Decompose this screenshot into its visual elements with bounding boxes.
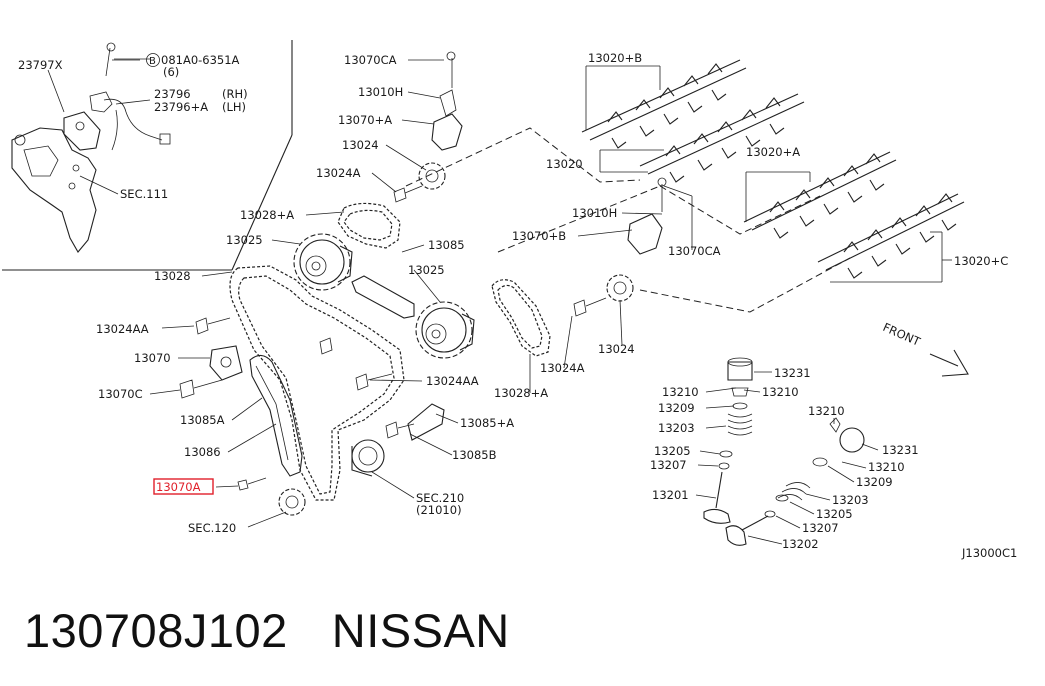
- label-13020-b: 13020+B: [588, 51, 642, 65]
- label-13024aa-left: 13024AA: [96, 322, 149, 336]
- cam-sprocket-left: [293, 233, 353, 291]
- tensioner-mid: [627, 177, 667, 255]
- cylinder-head-outline: [405, 127, 851, 313]
- label-13210-d: 13210: [868, 460, 905, 474]
- label-rh: (RH): [222, 87, 248, 101]
- label-13086: 13086: [184, 445, 221, 459]
- water-pump-drive: [351, 439, 385, 477]
- tension-guide: [249, 354, 303, 477]
- slack-guide-upper: [351, 275, 415, 319]
- label-13024a-mid: 13024A: [540, 361, 585, 375]
- cam-position-sensor-inset: [11, 42, 171, 253]
- label-13085b: 13085B: [452, 448, 497, 462]
- label-13201: 13201: [652, 488, 689, 502]
- label-13203-b: 13203: [832, 493, 869, 507]
- label-13205-b: 13205: [816, 507, 853, 521]
- leader-lines: [114, 58, 952, 545]
- label-bolt-spec: 081A0-6351A: [161, 53, 240, 67]
- camshaft-13020-c: [817, 193, 965, 279]
- brand-name: NISSAN: [331, 603, 510, 657]
- label-13070ca-mid: 13070CA: [668, 244, 721, 258]
- label-bolt-qty: (6): [163, 65, 179, 79]
- label-13070c: 13070C: [98, 387, 143, 401]
- camshaft-13020-a: [743, 151, 897, 239]
- label-13070-b: 13070+B: [512, 229, 566, 243]
- label-23797x: 23797X: [18, 58, 63, 72]
- label-13210-c: 13210: [808, 404, 845, 418]
- valve-train-right: [725, 417, 865, 546]
- label-13085a: 13085A: [180, 413, 225, 427]
- part-caption: 130708J102 NISSAN: [24, 598, 510, 662]
- label-13203-a: 13203: [658, 421, 695, 435]
- camshaft-13020-b: [581, 59, 747, 149]
- label-13202: 13202: [782, 537, 819, 551]
- inset-frame: [2, 40, 293, 271]
- label-sec111: SEC.111: [120, 187, 168, 201]
- bolts: [179, 185, 607, 491]
- label-13010h-top: 13010H: [358, 85, 403, 99]
- label-13070-a-top: 13070+A: [338, 113, 392, 127]
- guide-bracket-right: [407, 403, 445, 441]
- idler-sprocket-mid: [606, 274, 634, 302]
- chain-tensioner: [209, 345, 243, 381]
- label-13085-a: 13085+A: [460, 416, 514, 430]
- label-13020-a: 13020+A: [746, 145, 800, 159]
- bolt-spec-circle-letter: B: [149, 56, 156, 67]
- label-lh: (LH): [222, 100, 246, 114]
- secondary-chain-left: [337, 202, 401, 249]
- camshaft-13020: [639, 93, 805, 183]
- label-13209-a: 13209: [658, 401, 695, 415]
- secondary-chain-right: [491, 279, 551, 357]
- label-13025-left: 13025: [226, 233, 263, 247]
- idler-sprocket-top: [418, 162, 446, 190]
- label-13024: 13024: [342, 138, 379, 152]
- label-13028-a-right: 13028+A: [494, 386, 548, 400]
- label-13231-b: 13231: [882, 443, 919, 457]
- label-13205-a: 13205: [654, 444, 691, 458]
- diagram-code: J13000C1: [961, 546, 1017, 560]
- label-13020: 13020: [546, 157, 583, 171]
- label-13010h-mid: 13010H: [572, 206, 617, 220]
- label-13024a: 13024A: [316, 166, 361, 180]
- label-13209-b: 13209: [856, 475, 893, 489]
- label-sec210-sub: (21010): [416, 503, 462, 517]
- label-sec120: SEC.120: [188, 521, 236, 535]
- highlight-box-13070a: [153, 478, 214, 495]
- label-23796: 23796: [154, 87, 191, 101]
- label-13024-mid: 13024: [598, 342, 635, 356]
- front-arrow: [929, 349, 969, 377]
- label-13028-a: 13028+A: [240, 208, 294, 222]
- label-13231-a: 13231: [774, 366, 811, 380]
- label-13024aa-right: 13024AA: [426, 374, 479, 388]
- part-number: 130708J102: [24, 603, 288, 657]
- label-13210-b: 13210: [762, 385, 799, 399]
- label-13070a-highlighted: 13070A: [156, 480, 201, 494]
- label-13025-right: 13025: [408, 263, 445, 277]
- label-13210-a: 13210: [662, 385, 699, 399]
- part-labels: 23797X B 081A0-6351A (6) 23796 (RH) 2379…: [18, 51, 1017, 560]
- cam-sprocket-right: [415, 301, 475, 359]
- label-13207-a: 13207: [650, 458, 687, 472]
- label-13070ca-top: 13070CA: [344, 53, 397, 67]
- label-13207-b: 13207: [802, 521, 839, 535]
- label-13028: 13028: [154, 269, 191, 283]
- label-13020-c: 13020+C: [954, 254, 1008, 268]
- crank-sprocket: [278, 488, 306, 516]
- label-13085: 13085: [428, 238, 465, 252]
- label-front: FRONT: [881, 320, 923, 349]
- label-23796-a: 23796+A: [154, 100, 208, 114]
- label-sec210: SEC.210: [416, 491, 464, 505]
- valve-train-left: [703, 357, 753, 524]
- timing-chain-exploded-diagram: 23797X B 081A0-6351A (6) 23796 (RH) 2379…: [2, 40, 1017, 560]
- label-13070: 13070: [134, 351, 171, 365]
- tensioner-upper: [431, 51, 463, 151]
